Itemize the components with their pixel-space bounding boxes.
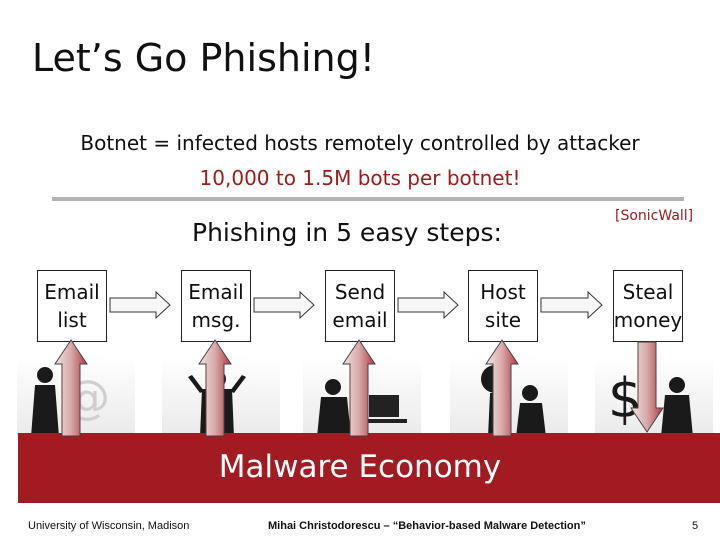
right-arrow-icon (109, 290, 171, 320)
right-arrow-icon (397, 290, 459, 320)
footer-talk-title: Mihai Christodorescu – “Behavior-based M… (268, 520, 586, 532)
malware-economy-band (18, 433, 720, 503)
malware-economy-label: Malware Economy (218, 449, 502, 485)
steps-heading: Phishing in 5 easy steps: (192, 218, 502, 247)
source-citation: [SonicWall] (615, 208, 694, 224)
slide-title: Let’s Go Phishing! (32, 36, 375, 80)
up-arrow-icon (54, 339, 88, 437)
right-arrow-icon (540, 290, 603, 320)
svg-text:$: $ (608, 367, 642, 430)
step-email-msg: Email msg. (181, 270, 251, 342)
botnet-size: 10,000 to 1.5M bots per botnet! (199, 166, 521, 190)
step-host-site: Host site (468, 270, 538, 342)
page-number: 5 (692, 520, 699, 532)
right-arrow-icon (253, 290, 315, 320)
divider-line (52, 197, 684, 201)
footer-institution: University of Wisconsin, Madison (28, 520, 190, 532)
botnet-definition: Botnet = infected hosts remotely control… (80, 131, 640, 155)
up-arrow-icon (342, 339, 376, 437)
up-arrow-icon (198, 339, 232, 437)
step-steal-money: Steal money (613, 270, 683, 342)
up-arrow-icon (485, 339, 519, 437)
step-send-email: Send email (325, 270, 395, 342)
down-arrow-icon (630, 341, 664, 433)
step-email-list: Email list (37, 270, 107, 342)
